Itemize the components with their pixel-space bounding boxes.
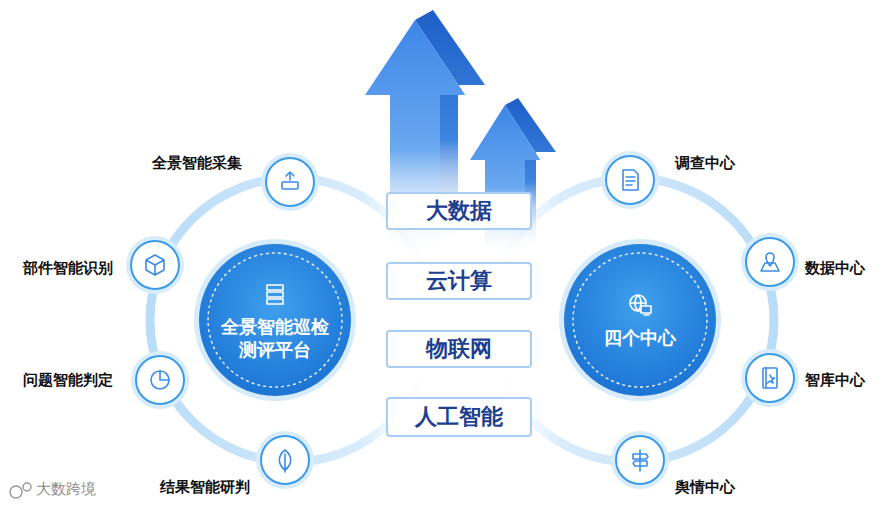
- node-icon: [270, 445, 300, 475]
- watermark-text: 大数跨境: [36, 480, 96, 499]
- feature-circle: 结果智能研判: [260, 435, 310, 485]
- feature-circle: 智库中心: [745, 353, 795, 403]
- feature-circle: 舆情中心: [615, 435, 665, 485]
- node-icon: [755, 363, 785, 393]
- feature-label: 调查中心: [675, 154, 735, 173]
- hub-circle: 全景智能巡检测评平台: [199, 244, 351, 396]
- tech-box: 云计算: [386, 262, 532, 300]
- hub-circle: 四个中心: [564, 244, 716, 396]
- feature-circle: 问题智能判定: [135, 355, 185, 405]
- hub-content: 四个中心: [564, 244, 716, 396]
- node-icon: [140, 250, 170, 280]
- node-icon: [260, 279, 290, 309]
- node-icon: [755, 247, 785, 277]
- tech-box: 人工智能: [386, 397, 532, 437]
- hub-title: 全景智能巡检测评平台: [213, 315, 337, 362]
- feature-circle: 数据中心: [745, 237, 795, 287]
- feature-label: 部件智能识别: [23, 259, 113, 278]
- small-arrow: [470, 98, 556, 255]
- feature-label: 舆情中心: [675, 478, 735, 497]
- feature-label: 问题智能判定: [23, 371, 113, 390]
- tech-label: 大数据: [426, 196, 492, 226]
- tech-label: 云计算: [426, 266, 492, 296]
- feature-label: 数据中心: [805, 259, 865, 278]
- node-icon: [625, 290, 655, 320]
- tech-box: 大数据: [386, 192, 532, 230]
- feature-label: 智库中心: [805, 371, 865, 390]
- node-icon: [615, 165, 645, 195]
- tech-label: 物联网: [426, 334, 492, 364]
- dashed-inner-ring: [564, 244, 716, 396]
- hub-content: 全景智能巡检测评平台: [199, 244, 351, 396]
- feature-circle: 部件智能识别: [130, 240, 180, 290]
- node-icon: [625, 445, 655, 475]
- node-icon: [145, 365, 175, 395]
- tech-label: 人工智能: [415, 402, 503, 432]
- watermark-logo: [10, 483, 31, 498]
- node-icon: [275, 167, 305, 197]
- feature-label: 结果智能研判: [160, 478, 250, 497]
- hub-title: 四个中心: [580, 326, 700, 349]
- feature-label: 全景智能采集: [152, 154, 242, 173]
- feature-circle: 调查中心: [605, 155, 655, 205]
- feature-circle: 全景智能采集: [265, 157, 315, 207]
- tech-box: 物联网: [386, 330, 532, 368]
